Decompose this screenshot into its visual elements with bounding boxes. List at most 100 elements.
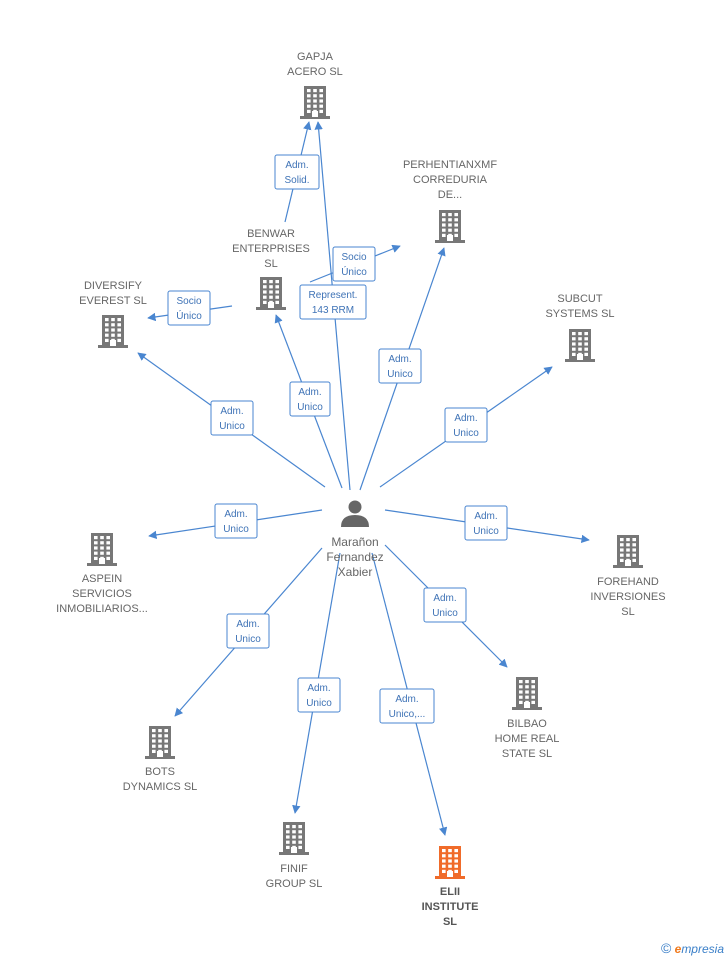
company-node-gapja[interactable]: GAPJA ACERO SL (287, 51, 343, 119)
company-name-line: DE... (438, 189, 462, 201)
building-icon (512, 677, 542, 710)
company-name-line: INMOBILIARIOS... (56, 603, 148, 615)
edge-label[interactable]: Adm. Unico (297, 677, 341, 713)
edge-label-text: Unico (453, 428, 479, 439)
brand-watermark[interactable]: © empresia (661, 940, 724, 956)
edge-label-box (379, 688, 435, 724)
edge-person-to-finif: Adm. Unico (292, 552, 341, 814)
edge-label-text: Unico (306, 698, 332, 709)
edge-person-to-elii: Adm.Unico,... (371, 552, 448, 836)
edge-label[interactable]: Adm. Solid. (274, 154, 320, 190)
edge-label[interactable]: Represent. 143 RRM (299, 284, 367, 320)
building-icon (145, 726, 175, 759)
company-name-line: SERVICIOS (72, 588, 132, 600)
person-name-line: Marañon (331, 535, 378, 549)
company-node-aspein[interactable]: ASPEINSERVICIOSINMOBILIARIOS... (56, 533, 148, 615)
edge-label[interactable]: Adm.Unico (464, 505, 508, 541)
edge-person-to-subcut: Adm. Unico (379, 366, 553, 488)
building-icon (256, 277, 286, 310)
edge-label[interactable]: Adm. Unico (289, 381, 331, 417)
edge-label-box (332, 246, 376, 282)
edge-label[interactable]: Adm.Unico,... (379, 688, 435, 724)
edge-label-text: Adm. (285, 160, 308, 171)
edge-label-text: Socio (176, 296, 201, 307)
edge-label-text: Unico (297, 402, 323, 413)
edge-label[interactable]: Adm. Unico (444, 407, 488, 443)
company-name-line: DIVERSIFY (84, 280, 143, 292)
edge-label-text: Adm. (474, 511, 497, 522)
brand-name: empresia (674, 942, 724, 956)
company-name-line: ENTERPRISES (232, 243, 310, 255)
edge-label-box (464, 505, 508, 541)
building-icon (435, 210, 465, 243)
company-node-perhentianxmf[interactable]: PERHENTIANXMF CORREDURIA DE... (403, 159, 497, 243)
company-name-line: BENWAR (247, 228, 295, 240)
company-name-line: BOTS (145, 766, 175, 778)
company-name-line: SYSTEMS SL (545, 308, 614, 320)
edge-person-to-forehand: Adm.Unico (384, 505, 590, 544)
edge-label-text: 143 RRM (312, 305, 354, 316)
edge-label-box (226, 613, 270, 649)
edge-label-text: Unico (223, 524, 249, 535)
edge-label-box (274, 154, 320, 190)
edge-label[interactable]: Adm. Unico (214, 503, 258, 539)
company-node-diversify[interactable]: DIVERSIFY EVEREST SL (79, 280, 147, 348)
company-name-line: STATE SL (502, 748, 552, 760)
company-name-line: GAPJA (297, 51, 334, 63)
edge-label-box (378, 348, 422, 384)
edge-label-box (214, 503, 258, 539)
company-name-line: EVEREST SL (79, 295, 147, 307)
edge-benwar-to-gapja: Adm. Solid. (274, 121, 320, 223)
edges-layer: Represent.143 RRMAdm.Solid.SocioÚnicoSoc… (137, 121, 590, 836)
building-icon (613, 535, 643, 568)
company-name-line: SL (621, 606, 634, 618)
building-icon (435, 846, 465, 879)
edge-label-box (444, 407, 488, 443)
edge-label-text: Adm. (454, 413, 477, 424)
edge-person-to-benwar: Adm. Unico (274, 314, 343, 489)
edge-label-text: Adm. (298, 387, 321, 398)
edge-label[interactable]: Adm.Unico (378, 348, 422, 384)
edge-label-text: Único (341, 265, 367, 278)
edge-label[interactable]: Adm. Unico (226, 613, 270, 649)
company-name-line: BILBAO (507, 718, 547, 730)
edge-label-box (210, 400, 254, 436)
edge-label-text: Represent. (309, 290, 358, 301)
edge-label[interactable]: Adm. Unico (423, 587, 467, 623)
edge-label-box (297, 677, 341, 713)
company-name-line: CORREDURIA (413, 174, 488, 186)
edge-label[interactable]: Adm.Unico (210, 400, 254, 436)
company-name-line: GROUP SL (266, 878, 323, 890)
edge-person-to-diversify: Adm. Unico (137, 352, 326, 488)
building-icon (279, 822, 309, 855)
edge-label-text: Adm. (236, 619, 259, 630)
building-icon (98, 315, 128, 348)
edge-label-text: Solid. (284, 175, 309, 186)
edge-label-text: Adm. (307, 683, 330, 694)
edge-label-text: Unico (387, 369, 413, 380)
nodes-layer: GAPJA ACERO SL PERHENTIANXMF CORREDURIA DE..… (56, 51, 665, 928)
edge-label-text: Adm. (224, 509, 247, 520)
edge-label-text: Unico (235, 634, 261, 645)
person-name-line: Fernandez (326, 550, 383, 564)
person-icon (341, 500, 369, 527)
edge-label-text: Adm. (433, 593, 456, 604)
company-name-line: PERHENTIANXMF (403, 159, 497, 171)
person-name-line: Xabier (338, 565, 373, 579)
edge-label-text: Unico (432, 608, 458, 619)
building-icon (300, 86, 330, 119)
company-name-line: ACERO SL (287, 66, 343, 78)
